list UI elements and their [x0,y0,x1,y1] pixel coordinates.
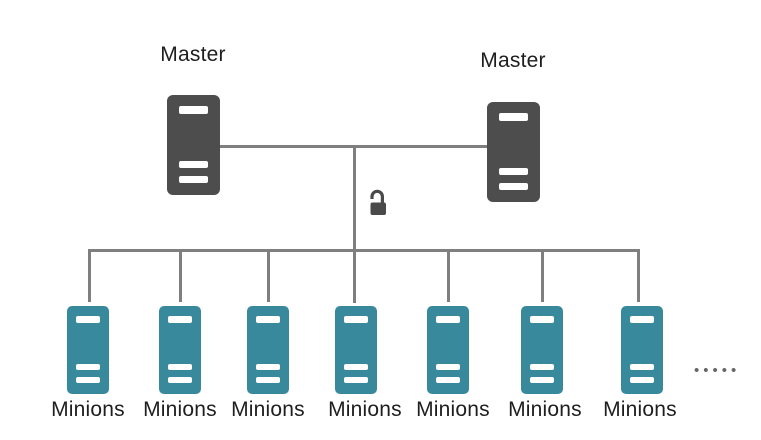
minion-bus-line [88,249,640,252]
minion-server-icon [427,306,469,394]
server-slot [178,176,209,183]
server-slot [168,364,192,371]
minion-server-icon [67,306,109,394]
server-slot [436,377,460,384]
server-slot [76,364,100,371]
server-slot [344,364,368,371]
server-slot [436,364,460,371]
drop-line [637,249,640,302]
server-slot [256,377,280,384]
server-slot [178,161,209,168]
server-slot [498,168,529,175]
minion-label: Minions [143,398,217,421]
minion-label: Minions [51,398,125,421]
server-slot [344,377,368,384]
minion-server-icon [159,306,201,394]
minion-label: Minions [416,398,490,421]
minion-server-icon [621,306,663,394]
server-slot [630,377,654,384]
server-slot [76,377,100,384]
center-drop-line [353,145,356,303]
minion-server-icon [521,306,563,394]
server-slot [630,315,654,323]
minion-label: Minions [231,398,305,421]
server-slot [530,377,554,384]
drop-line [88,249,91,302]
server-slot [630,364,654,371]
server-slot [168,315,192,323]
server-slot [530,315,554,323]
drop-line [179,249,182,302]
server-slot [256,315,280,323]
server-slot [168,377,192,384]
server-slot [344,315,368,323]
minion-server-icon [335,306,377,394]
drop-line [267,249,270,302]
master-server-icon [487,102,540,202]
minion-label: Minions [603,398,677,421]
master-server-icon [167,95,220,195]
server-slot [256,364,280,371]
server-slot [498,183,529,190]
minion-label: Minions [508,398,582,421]
server-slot [76,315,100,323]
master-label: Master [160,43,226,66]
drop-line [541,249,544,302]
drop-line [447,249,450,302]
server-slot [436,315,460,323]
more-minions-ellipsis: ••••• [694,362,741,379]
master-label: Master [480,49,546,72]
open-padlock-icon [366,188,390,219]
minion-server-icon [247,306,289,394]
server-slot [530,364,554,371]
server-slot [498,113,529,121]
minion-label: Minions [328,398,402,421]
server-slot [178,106,209,114]
